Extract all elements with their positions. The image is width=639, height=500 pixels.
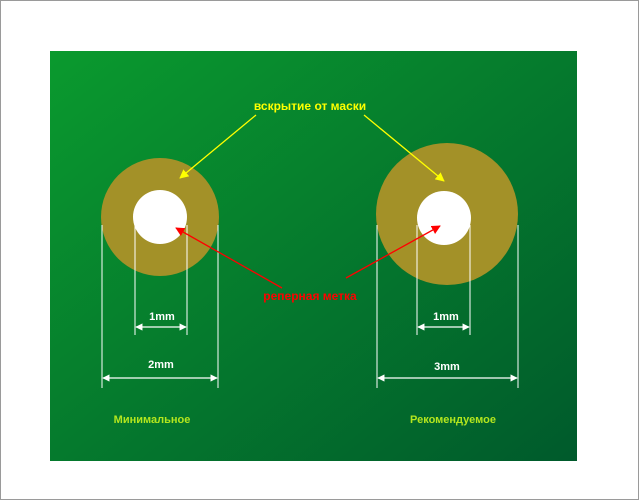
caption-minimal: Минимальное: [114, 414, 191, 426]
mask-opening-label: вскрытие от маски: [254, 99, 366, 113]
fiducial-mark-arrow-right: [345, 225, 441, 279]
copper-pad-left: [133, 190, 187, 244]
fiducial-mark-arrow-left: [175, 227, 283, 289]
fiducial-minimal: [101, 158, 219, 388]
outer-diameter-label-right: 3mm: [434, 361, 460, 373]
copper-pad-right: [417, 191, 471, 245]
fiducial-recommended: [376, 143, 519, 388]
outer-diameter-label-left: 2mm: [148, 359, 174, 371]
mask-opening-arrow-right: [363, 114, 445, 182]
inner-diameter-label-right: 1mm: [433, 311, 459, 323]
fiducial-mark-label: реперная метка: [263, 289, 357, 303]
inner-diameter-label-left: 1mm: [149, 311, 175, 323]
caption-recommended: Рекомендуемое: [410, 414, 496, 426]
mask-opening-arrow-left: [179, 114, 257, 179]
